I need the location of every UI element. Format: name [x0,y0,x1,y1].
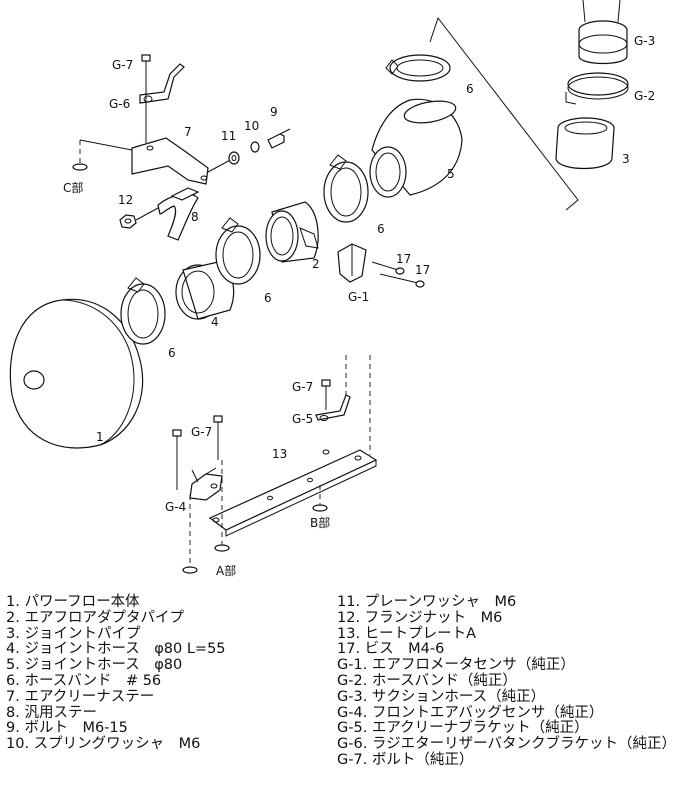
hose-band-6-top [385,54,451,82]
air-flow-meter-sensor [337,243,367,283]
part-b-marker [312,504,328,512]
screw-17 [371,261,425,288]
legend-item: 7. エアクリーナステー [6,688,155,705]
legend-right: 11. プレーンワッシャ M6 12. フランジナット M6 13. ヒートプレ… [337,594,676,769]
legend-item: G-2. ホースバンド（純正） [337,672,517,689]
bolt-stock-left-b [213,415,223,460]
legend-item: 12. フランジナット M6 [337,609,503,626]
bolt-stock-left-a [172,429,182,460]
callout-6-upper: 6 [377,222,385,236]
label-part-c: C部 [63,180,83,195]
general-stay [157,187,200,241]
legend-item: G-7. ボルト（純正） [337,751,474,768]
callout-6-middle: 6 [264,291,272,305]
legend-item: G-3. サクションホース（純正） [337,688,546,705]
flange-nut [119,207,159,229]
callout-g5: G-5 [292,412,313,426]
air-cleaner-bracket [315,394,351,421]
legend-item: 5. ジョイントホース φ80 [6,657,183,674]
leader-line-g-parts [429,16,579,211]
callout-g2: G-2 [634,89,655,103]
leader-line-g3-top-a [582,0,586,23]
bolt-m6 [267,128,291,149]
callout-g1: G-1 [348,290,369,304]
callout-6-top: 6 [466,82,474,96]
hose-band-stock [565,72,629,105]
callout-9: 9 [270,105,278,119]
leader-line-g3-top-b [617,0,621,23]
label-part-b: B部 [310,515,330,530]
spring-washer [250,141,260,153]
callout-g7-heatplate: G-7 [292,380,313,394]
callout-11: 11 [221,129,236,143]
exploded-parts-diagram: 1 6 4 6 2 G-1 17 17 [9,0,655,578]
legend-item: G-1. エアフロメータセンサ（純正） [337,657,575,674]
callout-g7-left: G-7 [191,425,212,439]
callout-17-b: 17 [415,263,430,277]
callout-12: 12 [118,193,133,207]
callout-17-a: 17 [396,252,411,266]
callout-8: 8 [191,210,199,224]
callout-g4: G-4 [165,500,186,514]
air-cleaner-stay [131,137,209,185]
callout-g6: G-6 [109,97,130,111]
callout-1: 1 [96,430,104,444]
joint-hose-4 [175,261,235,320]
legend-item: 17. ビス M4-6 [337,641,445,658]
legend-item: G-5. エアクリーナブラケット（純正） [337,720,589,737]
part-a-marker [214,544,230,552]
callout-g7-top: G-7 [112,58,133,72]
legend-item: 4. ジョイントホース φ80 L=55 [6,641,226,658]
part-a-left-marker [182,566,198,574]
hose-band-6-upper [323,154,369,223]
front-airbag-sensor [189,467,223,501]
heat-plate [208,449,378,537]
legend-item: G-6. ラジエターリザーバタンクブラケット（純正） [337,736,676,753]
legend-item: 9. ボルト M6-15 [6,720,128,737]
legend-item: 8. 汎用ステー [6,704,97,721]
legend-item: 13. ヒートプレートA [337,625,477,642]
callout-5: 5 [447,167,455,181]
label-part-a: A部 [216,563,236,578]
callout-4: 4 [211,315,219,329]
legend-left: 1. パワーフロー本体 2. エアフロアダプタパイプ 3. ジョイントパイプ 4… [6,594,226,753]
callout-7: 7 [184,125,192,139]
air-flow-adapter-pipe [265,201,319,263]
callout-10: 10 [244,119,259,133]
legend-item: 2. エアフロアダプタパイプ [6,609,184,626]
callout-3: 3 [622,152,630,166]
bolt-stock-heatplate [321,379,331,410]
legend-item: 10. スプリングワッシャ M6 [6,736,201,753]
suction-hose [578,20,628,65]
plain-washer [228,151,240,165]
joint-pipe [555,117,615,170]
part-c-marker [72,140,88,171]
callout-6-lower: 6 [168,346,176,360]
leader-line-c [79,139,133,151]
callout-g3: G-3 [634,34,655,48]
callout-2: 2 [312,257,320,271]
legend-item: G-4. フロントエアバッグセンサ（純正） [337,704,604,721]
hose-band-6-lower [120,277,166,345]
legend-item: 6. ホースバンド # 56 [6,672,162,689]
radiator-reservoir-bracket [139,63,185,104]
legend-item: 3. ジョイントパイプ [6,625,141,642]
legend-item: 11. プレーンワッシャ M6 [337,594,517,610]
joint-hose-5 [369,98,463,198]
hose-band-6-middle [215,217,261,285]
callout-13: 13 [272,447,287,461]
bolt-stock-top [141,54,151,80]
legend-item: 1. パワーフロー本体 [6,594,140,610]
